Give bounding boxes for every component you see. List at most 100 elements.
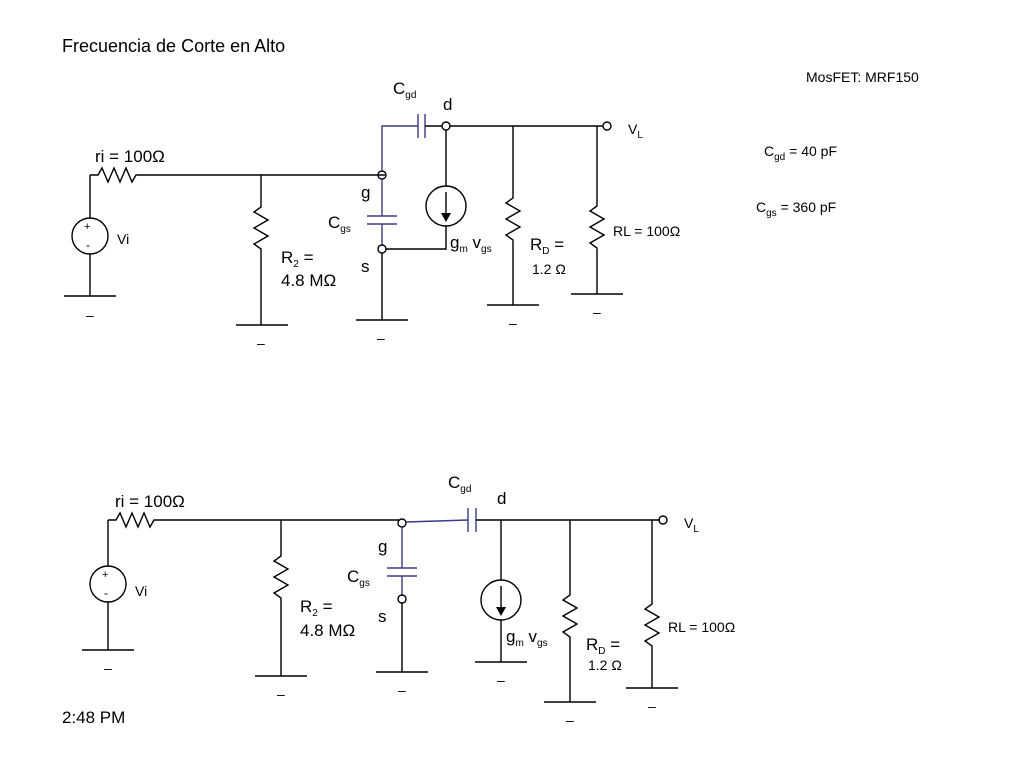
source-minus: - (104, 586, 108, 600)
gm-a-sub: m (515, 638, 523, 649)
cgs-sub: gs (340, 224, 351, 235)
gm-vgs-label: gm vgs (450, 233, 492, 255)
vl-main: V (628, 121, 638, 137)
gm-vgs-label: gm vgs (506, 627, 548, 649)
rd-rest: = (550, 235, 565, 254)
cgs-sub: gs (359, 578, 370, 589)
cgd-sub: gd (405, 90, 416, 101)
rl-label: RL = 100Ω (613, 223, 680, 239)
cgs-value-rest: = 360 pF (776, 199, 837, 215)
rd-label-line2: 1.2 Ω (588, 657, 622, 673)
rd-label-line1: RD = (530, 235, 564, 257)
ground-mark: – (257, 335, 265, 351)
gate-node (397, 518, 407, 528)
cgs-main: C (347, 567, 359, 586)
rd-label-line2: 1.2 Ω (532, 261, 566, 277)
page-title: Frecuencia de Corte en Alto (62, 36, 286, 56)
ground-mark: – (648, 698, 656, 714)
r2-label-line2: 4.8 MΩ (300, 621, 355, 640)
gate-label: g (378, 537, 387, 556)
r2-sub: 2 (312, 608, 318, 619)
ground-mark: – (509, 315, 517, 331)
vl-node (658, 515, 668, 525)
drain-label: d (497, 489, 506, 508)
source-plus: + (84, 221, 90, 233)
cgd-label: Cgd (393, 79, 416, 101)
mosfet-label: MosFET: MRF150 (806, 69, 919, 85)
vl-label: VL (684, 515, 699, 535)
cgd-main: C (393, 79, 405, 98)
rd-resistor-icon (561, 520, 579, 702)
gm-b: v (468, 233, 482, 252)
vl-label: VL (628, 121, 643, 141)
source-plus: + (102, 569, 108, 581)
gm-b: v (524, 627, 538, 646)
source-minus: - (86, 238, 90, 252)
r2-label-line2: 4.8 MΩ (281, 271, 336, 290)
cgs-main: C (328, 213, 340, 232)
ri-label: ri = 100Ω (115, 492, 185, 511)
ground-mark: – (398, 682, 406, 698)
ground-mark: – (497, 672, 505, 688)
cgd-sub: gd (460, 484, 471, 495)
r2-resistor-icon (252, 175, 270, 325)
vi-label: Vi (135, 583, 147, 599)
ground-mark: – (104, 660, 112, 676)
drain-node (441, 121, 451, 131)
ground-mark: – (86, 307, 94, 323)
vl-main: V (684, 515, 694, 531)
ground-mark: – (277, 686, 285, 702)
cgs-label: Cgs (328, 213, 351, 235)
rd-main: R (586, 635, 598, 654)
ground-mark: – (377, 330, 385, 346)
gm-a-sub: m (459, 244, 467, 255)
cgd-main: C (448, 473, 460, 492)
cgd-value-sub: gd (774, 151, 786, 163)
ri-resistor-icon (90, 166, 385, 184)
r2-label-line1: R2 = (300, 597, 333, 619)
rl-label: RL = 100Ω (668, 619, 735, 635)
clock-label: 2:48 PM (62, 708, 126, 727)
r2-sub: 2 (293, 259, 299, 270)
r2-main: R (281, 248, 293, 267)
rd-resistor-icon (504, 126, 522, 305)
cgs-value-sub: gs (766, 207, 777, 219)
cgs-value-main: C (756, 199, 767, 215)
current-source-icon (425, 185, 467, 227)
r2-rest: = (299, 248, 314, 267)
ri-resistor-icon (108, 511, 399, 529)
gm-b-sub: gs (481, 244, 492, 255)
voltage-source-icon: + - – (64, 175, 116, 323)
ri-label: ri = 100Ω (95, 147, 165, 166)
ground-mark: – (593, 304, 601, 320)
cgs-value-label: Cgs = 360 pF (756, 199, 836, 219)
circuit-top: + - – Vi ri = 100Ω – R2 = 4.8 MΩ Cgd d –… (64, 79, 680, 351)
vl-sub: L (637, 130, 643, 141)
vl-node (602, 121, 612, 131)
cgd-value-rest: = 40 pF (785, 143, 838, 159)
rd-label-line1: RD = (586, 635, 620, 657)
r2-resistor-icon (272, 520, 290, 676)
gm-a: g (450, 233, 459, 252)
source-node (377, 244, 387, 254)
cgd-value-main: C (764, 143, 775, 159)
gm-a: g (506, 627, 515, 646)
cgs-label: Cgs (347, 567, 370, 589)
ground-mark: – (566, 712, 574, 728)
cgd-value-label: Cgd = 40 pF (764, 143, 837, 163)
rd-sub: D (598, 646, 605, 657)
cgd-label: Cgd (448, 473, 471, 495)
source-node (397, 594, 407, 604)
gate-label: g (361, 183, 370, 202)
vl-sub: L (693, 524, 699, 535)
source-label: s (378, 607, 387, 626)
source-label: s (361, 257, 370, 276)
rd-rest: = (606, 635, 621, 654)
r2-label-line1: R2 = (281, 248, 314, 270)
r2-rest: = (318, 597, 333, 616)
gm-b-sub: gs (537, 638, 548, 649)
rd-sub: D (542, 246, 549, 257)
voltage-source-icon: + - – (82, 520, 134, 676)
rd-main: R (530, 235, 542, 254)
